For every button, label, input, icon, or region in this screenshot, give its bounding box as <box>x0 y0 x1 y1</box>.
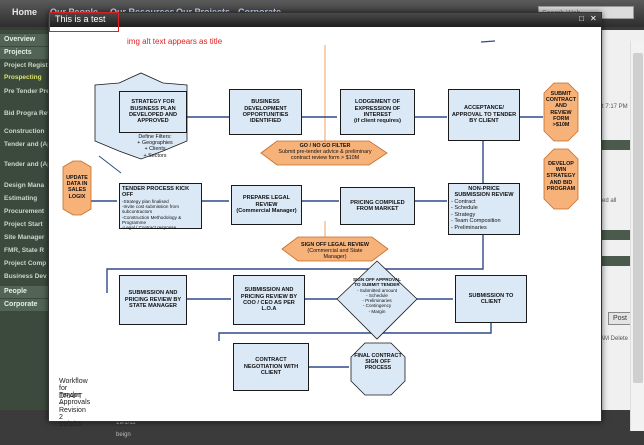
acceptance-box: ACCEPTANCE/ APPROVAL TO TENDER BY CLIENT <box>448 89 520 141</box>
maximize-icon[interactable]: □ <box>579 14 584 23</box>
loi-box: LODGEMENT OF EXPRESSION OF INTEREST (if … <box>340 89 415 135</box>
post-button[interactable]: Post <box>608 312 632 325</box>
blue-tick <box>480 40 496 43</box>
section-band <box>598 256 644 266</box>
go-no-go-hexagon <box>260 140 388 166</box>
nav-home[interactable]: Home <box>12 7 38 17</box>
update-data-hexagon <box>62 160 92 216</box>
annotation-highlight-box <box>49 12 119 32</box>
scrollbar-thumb[interactable] <box>633 53 643 383</box>
close-icon[interactable]: ✕ <box>590 14 597 23</box>
bdo-box: BUSINESS DEVELOPMENT OPPORTUNITIES IDENT… <box>229 89 302 135</box>
sign-off-approval-diamond <box>336 260 418 340</box>
kickoff-box: TENDER PROCESS KICK OFF -Strategy plan f… <box>119 183 202 231</box>
modal-title-bar: This is a test □ ✕ <box>49 13 601 27</box>
delete-link[interactable]: AM Delete <box>600 336 629 342</box>
submit-contract-hexagon <box>543 82 579 142</box>
sidebar-item[interactable]: Construction <box>4 128 45 135</box>
arrow-connector <box>106 235 484 293</box>
sidebar-item-projects[interactable]: Projects <box>4 49 32 56</box>
section-band <box>598 230 644 240</box>
strategy-box: STRATEGY FOR BUSINESS PLAN DEVELOPED AND… <box>119 91 187 133</box>
sign-off-legal-text: SIGN OFF LEGAL REVIEW (Commercial and St… <box>297 242 373 261</box>
section-band <box>598 140 644 150</box>
submit-contract-text: SUBMIT CONTRACT AND REVIEW FORM >$10M <box>545 91 577 128</box>
arrow-connector <box>98 155 122 174</box>
sidebar-item[interactable]: Tender and (Approved T <box>4 141 79 148</box>
sidebar: Overview Projects Project Registe Prospe… <box>0 30 79 410</box>
update-data-text: UPDATE DATA IN SALES LOGIX <box>63 175 91 200</box>
sign-off-approval-text: SIGN OFF APPROVAL TO SUBMIT TENDER - Sub… <box>351 277 403 314</box>
non-price-lines: - Contract - Schedule - Strategy - Team … <box>451 198 501 231</box>
diagram-connectors <box>62 40 579 396</box>
final-sign-text: FINAL CONTRACT SIGN OFF PROCESS <box>353 353 403 372</box>
sidebar-item-corporate[interactable]: Corporate <box>4 301 38 308</box>
final-sign-octagon <box>350 342 406 396</box>
image-modal: This is a test □ ✕ <box>48 12 644 431</box>
sign-off-approval-title: SIGN OFF APPROVAL TO SUBMIT TENDER <box>353 277 401 288</box>
go-no-go-subtitle: Submit pre-tender advice & preliminary c… <box>278 149 372 162</box>
go-no-go-title: GO / NO GO FILTER <box>299 143 351 149</box>
sidebar-item[interactable]: Prospecting <box>4 74 42 81</box>
sub-coo-box: SUBMISSION AND PRICING REVIEW BY COO / C… <box>233 275 305 325</box>
develop-win-hexagon <box>543 148 579 210</box>
footer-title: Workflow for Tender Approvals <box>59 378 91 406</box>
timestamp: t 7:17 PM <box>602 104 628 110</box>
sidebar-item[interactable]: Business Dev <box>4 273 47 280</box>
sign-off-legal-hexagon <box>281 236 389 262</box>
sidebar-item-overview[interactable]: Overview <box>4 36 36 43</box>
arrow-connector <box>218 323 492 341</box>
sidebar-section-bar <box>0 286 56 298</box>
sidebar-item[interactable]: Tender and (Approved T <box>4 161 79 168</box>
bottom-date: 19/1/11 <box>116 420 136 426</box>
submit-contract-label: SUBMIT CONTRACT AND REVIEW FORM >$10M <box>545 91 577 129</box>
sidebar-item-people[interactable]: People <box>4 288 27 295</box>
final-sign-label: FINAL CONTRACT SIGN OFF PROCESS <box>354 353 402 372</box>
prepare-legal-box: PREPARE LEGAL REVIEW (Commercial Manager… <box>231 185 302 225</box>
bottom-text: beign <box>116 432 131 438</box>
sidebar-section-bar <box>0 47 56 59</box>
sidebar-item[interactable]: Bid Progra Review <box>4 110 62 117</box>
kickoff-lines: -Strategy plan finalised -Invite cost su… <box>122 198 182 231</box>
scrollbar[interactable] <box>630 41 644 431</box>
submission-client-box: SUBMISSION TO CLIENT <box>455 275 527 323</box>
loi-title: LODGEMENT OF EXPRESSION OF INTEREST <box>354 99 401 118</box>
sidebar-section-bar <box>0 34 56 46</box>
contract-negotiation-box: CONTRACT NEGOTIATION WITH CLIENT <box>233 343 309 391</box>
sidebar-item[interactable]: Project Comp <box>4 260 47 267</box>
go-no-go-text: GO / NO GO FILTER Submit pre-tender advi… <box>277 143 373 162</box>
sign-off-approval-lines: - Submitted amount - Schedule - Prelimin… <box>356 287 398 314</box>
footer-revision: DRAFT – Revision 2 19/1/11 <box>59 393 86 428</box>
sidebar-item[interactable]: FMR, State R <box>4 247 45 254</box>
sidebar-item[interactable]: Design Mana <box>4 182 45 189</box>
update-data-label: UPDATE DATA IN SALES LOGIX <box>66 175 88 200</box>
sidebar-item[interactable]: Project Registe <box>4 62 52 69</box>
sub-state-box: SUBMISSION AND PRICING REVIEW BY STATE M… <box>119 275 187 325</box>
sidebar-item[interactable]: Pre Tender Preliminar <box>4 88 72 95</box>
modal-title: This is a test <box>55 14 106 24</box>
sidebar-item[interactable]: Procurement <box>4 208 45 215</box>
non-price-box: NON-PRICE SUBMISSION REVIEW - Contract -… <box>448 183 520 235</box>
sidebar-item[interactable]: Project Start <box>4 221 43 228</box>
prepare-legal-title: PREPARE LEGAL REVIEW <box>242 195 291 208</box>
define-filters-text: Define Filters: + Geographies + Clients … <box>137 134 173 159</box>
loi-subtitle: (if client requires) <box>354 118 401 125</box>
develop-win-text: DEVELOP WIN STRATEGY AND BID PROGRAM <box>545 161 577 192</box>
sidebar-section-bar <box>0 299 56 311</box>
non-price-title: NON-PRICE SUBMISSION REVIEW <box>454 186 514 199</box>
prepare-legal-subtitle: (Commercial Manager) <box>236 208 297 215</box>
develop-win-label: DEVELOP WIN STRATEGY AND BID PROGRAM <box>546 161 576 192</box>
pricing-box: PRICING COMPILED FROM MARKET <box>340 187 415 225</box>
annotation-text: img alt text appears as title <box>127 37 223 46</box>
kickoff-title: TENDER PROCESS KICK OFF <box>122 186 190 199</box>
sidebar-item[interactable]: Site Manager <box>4 234 45 241</box>
right-text: ed all <box>602 198 617 204</box>
sign-off-legal-title: SIGN OFF LEGAL REVIEW <box>301 242 369 248</box>
sidebar-item[interactable]: Estimating <box>4 195 38 202</box>
sign-off-legal-subtitle: (Commercial and State Manager) <box>307 248 363 261</box>
